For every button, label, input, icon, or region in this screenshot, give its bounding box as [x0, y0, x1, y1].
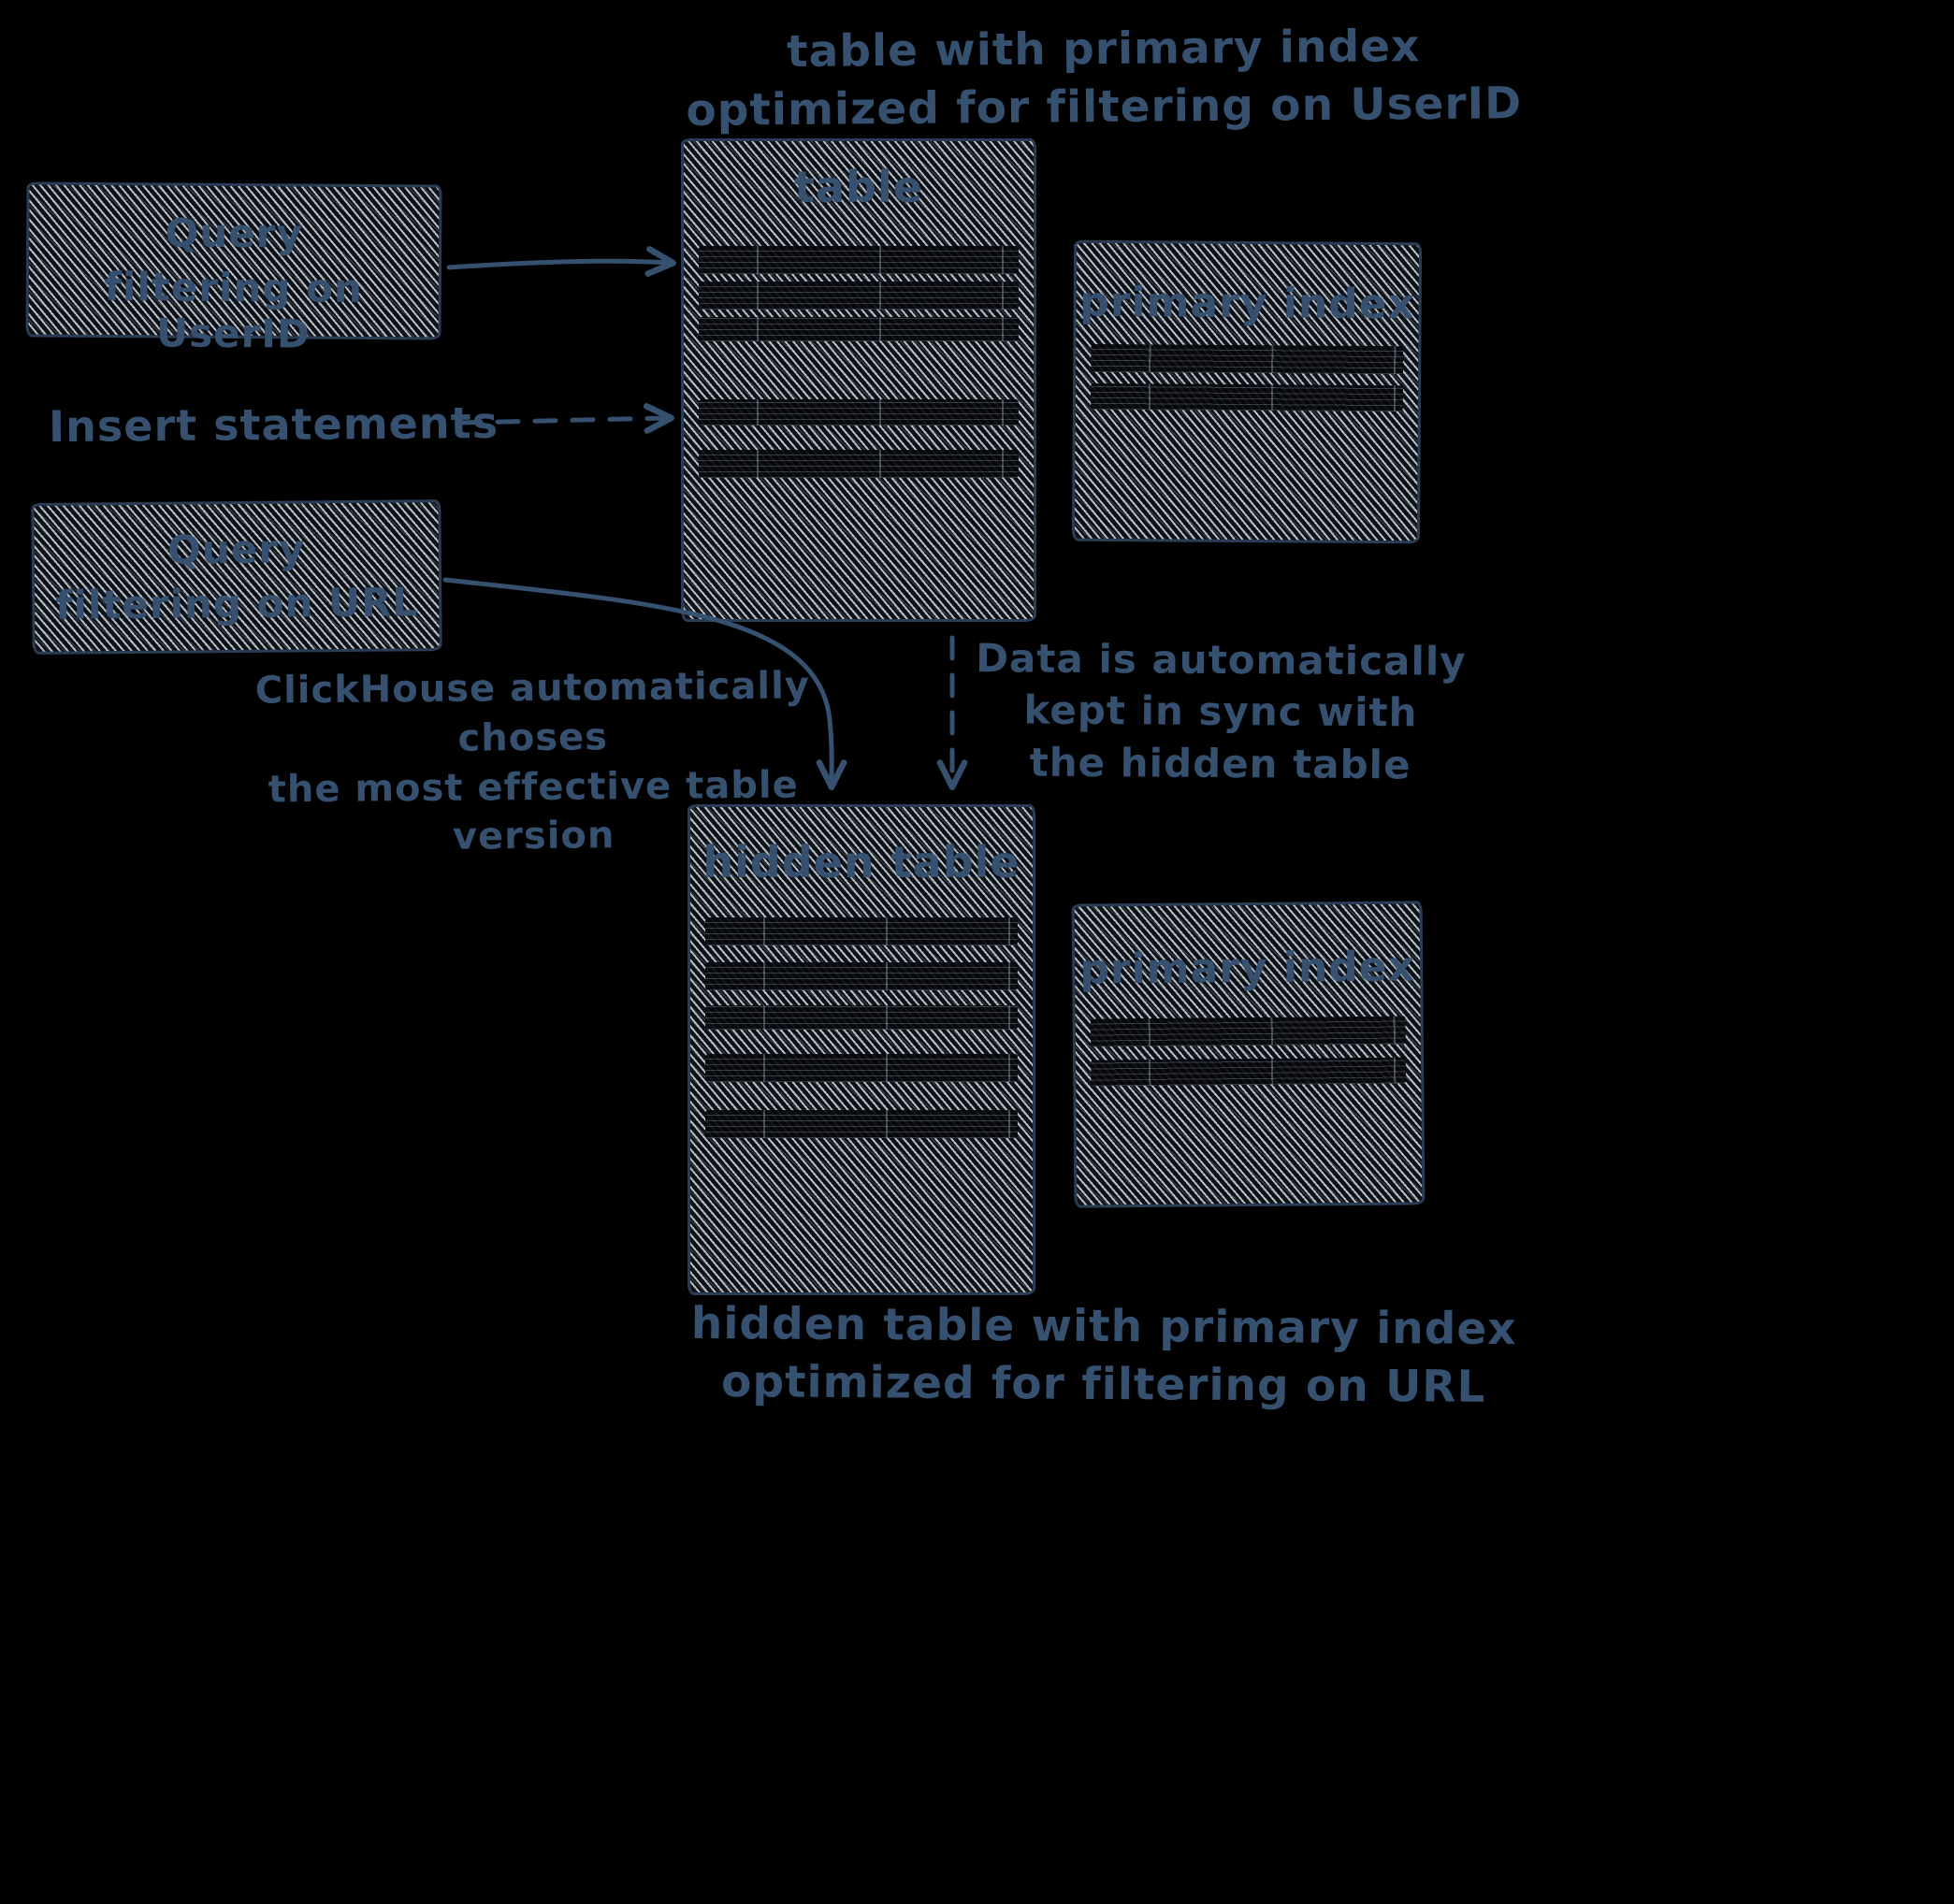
- annotation-line: kept in sync with: [1023, 686, 1418, 736]
- index-row: [1091, 343, 1404, 375]
- table-row: [705, 962, 1018, 990]
- table-box: table: [681, 138, 1036, 622]
- arrow-query-userid-to-table: [446, 246, 677, 277]
- table-row: [705, 1005, 1018, 1030]
- table-row: [699, 281, 1019, 310]
- table-row: [699, 317, 1019, 341]
- caption-line: table with primary index: [786, 21, 1421, 78]
- caption-line: hidden table with primary index: [690, 1297, 1517, 1356]
- index-row: [1091, 1057, 1407, 1087]
- query-url-label-line1: Query: [166, 526, 306, 573]
- caption-table-bottom: hidden table with primary index optimize…: [645, 1295, 1563, 1418]
- insert-statements-label: Insert statements: [48, 397, 499, 453]
- caption-table-top: table with primary index optimized for f…: [644, 17, 1562, 141]
- table-row: [699, 450, 1019, 478]
- query-userid-box: Query filtering on UserID: [25, 181, 442, 357]
- table-row: [705, 1054, 1018, 1082]
- index-row: [1090, 1016, 1406, 1047]
- query-url-box: Query filtering on URL: [31, 499, 442, 655]
- table-row: [705, 1110, 1018, 1138]
- query-userid-label-line1: Query: [165, 209, 303, 257]
- primary-index-top-box: primary index: [1071, 239, 1423, 544]
- annotation-line: ClickHouse automatically choses: [254, 664, 811, 760]
- hidden-table-box: hidden table: [688, 804, 1035, 1295]
- query-url-label-line2: filtering on URL: [55, 579, 419, 628]
- hidden-table-label: hidden table: [702, 837, 1020, 887]
- table-row: [705, 917, 1018, 945]
- annotation-line: Data is automatically: [976, 635, 1467, 685]
- primary-index-bottom-box: primary index: [1071, 901, 1426, 1208]
- primary-index-bottom-label: primary index: [1079, 943, 1416, 994]
- query-userid-label-line2: filtering on UserID: [104, 264, 364, 357]
- caption-line: optimized for filtering on UserID: [686, 78, 1523, 137]
- table-label: table: [794, 162, 923, 212]
- annotation-line: the hidden table: [1029, 739, 1411, 788]
- caption-line: optimized for filtering on URL: [720, 1356, 1486, 1413]
- table-row: [699, 399, 1019, 426]
- index-row: [1090, 382, 1404, 412]
- primary-index-top-label: primary index: [1079, 278, 1416, 329]
- annotation-sync: Data is automatically kept in sync with …: [972, 632, 1469, 791]
- table-row: [699, 246, 1019, 274]
